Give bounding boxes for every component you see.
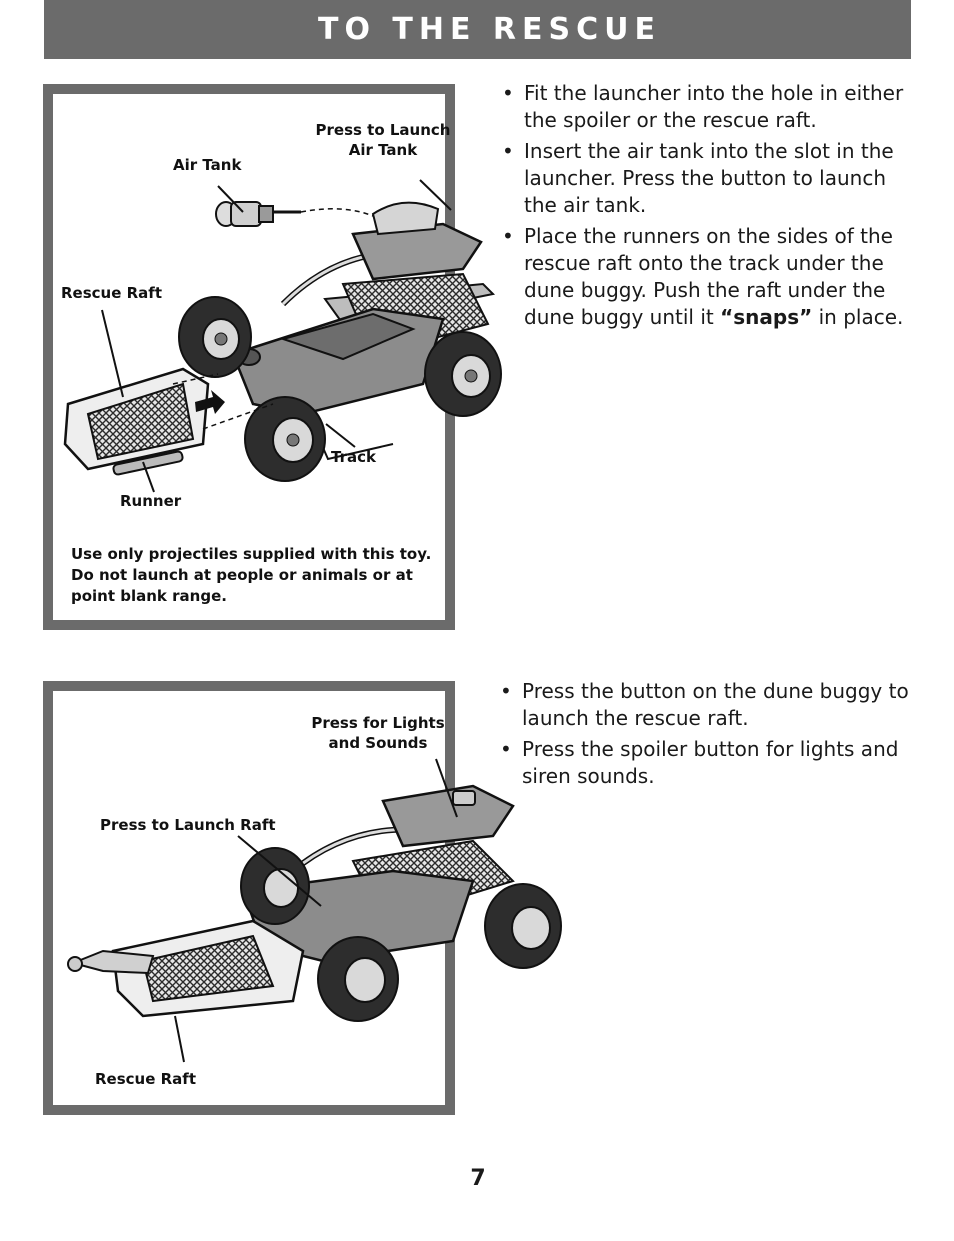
page-number: 7	[470, 1166, 486, 1191]
instruction-text: Press the spoiler button for lights and …	[522, 737, 899, 788]
instruction-text: Insert the air tank into the slot in the…	[524, 139, 894, 217]
wheel-rear-left	[178, 296, 252, 378]
wheel-rear-right	[424, 331, 502, 417]
bullet-glyph: •	[500, 737, 512, 761]
callout-track: Track	[331, 448, 376, 466]
callout-air-tank: Air Tank	[173, 156, 242, 174]
instruction-item: • Insert the air tank into the slot in t…	[502, 138, 912, 219]
dune-buggy-launch-illustration	[67, 758, 562, 1063]
instruction-text: Place the runners on the sides of the re…	[524, 224, 893, 329]
figure-panel-launch-raft: Press for Lights and Sounds Press to Lau…	[43, 681, 562, 1115]
instruction-text: Press the button on the dune buggy to la…	[522, 679, 909, 730]
wheel-rear-right	[484, 883, 562, 969]
dune-buggy-illustration	[231, 201, 496, 461]
instruction-item: • Press the spoiler button for lights an…	[500, 736, 920, 790]
figure-panel-launch-air-tank: Press to Launch Air Tank Air Tank Rescue…	[43, 84, 502, 630]
dune-buggy-with-raft-illustration	[63, 179, 502, 493]
instructions-list-2: • Press the button on the dune buggy to …	[500, 678, 920, 794]
air-tank-illustration	[215, 201, 374, 227]
bullet-glyph: •	[502, 81, 514, 105]
instruction-text-end: in place.	[812, 305, 904, 329]
callout-rescue-raft: Rescue Raft	[61, 284, 162, 302]
instructions-list-1: • Fit the launcher into the hole in eith…	[502, 80, 912, 335]
bullet-glyph: •	[500, 679, 512, 703]
wheel-front-left	[244, 396, 326, 482]
callout-press-to-launch-air-tank: Press to Launch Air Tank	[315, 121, 451, 159]
callout-press-to-launch-raft: Press to Launch Raft	[100, 816, 276, 834]
callout-runner: Runner	[120, 492, 182, 510]
page-header: TO THE RESCUE	[44, 0, 911, 59]
instruction-item: • Place the runners on the sides of the …	[502, 223, 912, 331]
page-title: TO THE RESCUE	[318, 12, 661, 47]
instruction-item: • Fit the launcher into the hole in eith…	[502, 80, 912, 134]
callout-press-for-lights-and-sounds: Press for Lights and Sounds	[311, 714, 445, 752]
rescue-raft-illustration	[63, 367, 274, 476]
instruction-emphasis: “snaps”	[720, 305, 813, 329]
safety-warning: Use only projectiles supplied with this …	[71, 545, 432, 605]
instruction-text: Fit the launcher into the hole in either…	[524, 81, 904, 132]
instruction-item: • Press the button on the dune buggy to …	[500, 678, 920, 732]
wheel-front-left	[317, 936, 399, 1022]
rescue-raft-illustration	[67, 919, 305, 1018]
bullet-glyph: •	[502, 139, 514, 163]
callout-rescue-raft: Rescue Raft	[95, 1070, 196, 1088]
bullet-glyph: •	[502, 224, 514, 248]
